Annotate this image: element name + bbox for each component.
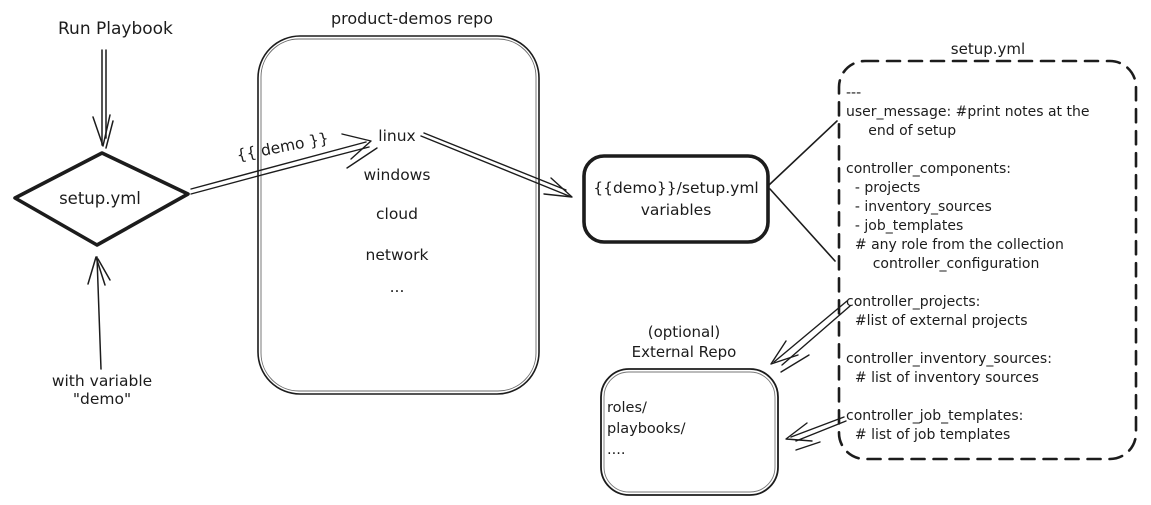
- product-demos-repo-box-echo: [260, 38, 537, 392]
- variables-box: [582, 154, 770, 244]
- external-repo-label: (optional) External Repo: [610, 323, 758, 362]
- external-repo-label-line2: External Repo: [631, 342, 737, 361]
- external-repo-box: [600, 368, 779, 496]
- linux-to-variables-arrow: [420, 132, 573, 198]
- repo-item-cloud: cloud: [376, 205, 418, 223]
- variables-box-label: {{demo}}/setup.yml variables: [584, 156, 768, 242]
- external-repo-content: roles/ playbooks/ ....: [607, 400, 686, 458]
- setup-yml-diamond-label: setup.yml: [59, 189, 141, 208]
- setup-yml-file-content: --- user_message: #print notes at the en…: [846, 85, 1090, 443]
- projects-to-external-repo-arrow: [770, 300, 851, 373]
- variables-box-line2: variables: [640, 201, 712, 219]
- variables-to-setupyml-connector: [768, 120, 838, 262]
- variables-box-line1: {{demo}}/setup.yml: [593, 179, 759, 197]
- with-variable-arrow: [87, 256, 111, 370]
- repo-item-linux: linux: [378, 127, 416, 145]
- with-variable-line2: "demo": [72, 389, 132, 408]
- with-variable-line1: with variable: [51, 372, 153, 390]
- with-variable-label: with variable "demo": [27, 372, 177, 408]
- external-repo-label-line1: (optional): [647, 323, 721, 341]
- setup-yml-diamond: [13, 151, 190, 247]
- run-playbook-arrow: [92, 49, 114, 149]
- repo-item-network: network: [365, 246, 429, 264]
- demo-variable-arrow: [190, 133, 378, 195]
- job-templates-to-external-repo-arrow: [785, 416, 847, 451]
- product-demos-repo-box: [257, 35, 540, 395]
- external-repo-box-echo: [603, 371, 776, 493]
- setup-yml-file-box: [837, 59, 1138, 461]
- product-demos-repo-title: product-demos repo: [330, 9, 494, 28]
- repo-item-windows: windows: [363, 166, 431, 184]
- run-playbook-label: Run Playbook: [58, 19, 173, 39]
- setup-yml-file-title: setup.yml: [950, 40, 1026, 58]
- repo-item-ellipsis: ...: [389, 278, 405, 296]
